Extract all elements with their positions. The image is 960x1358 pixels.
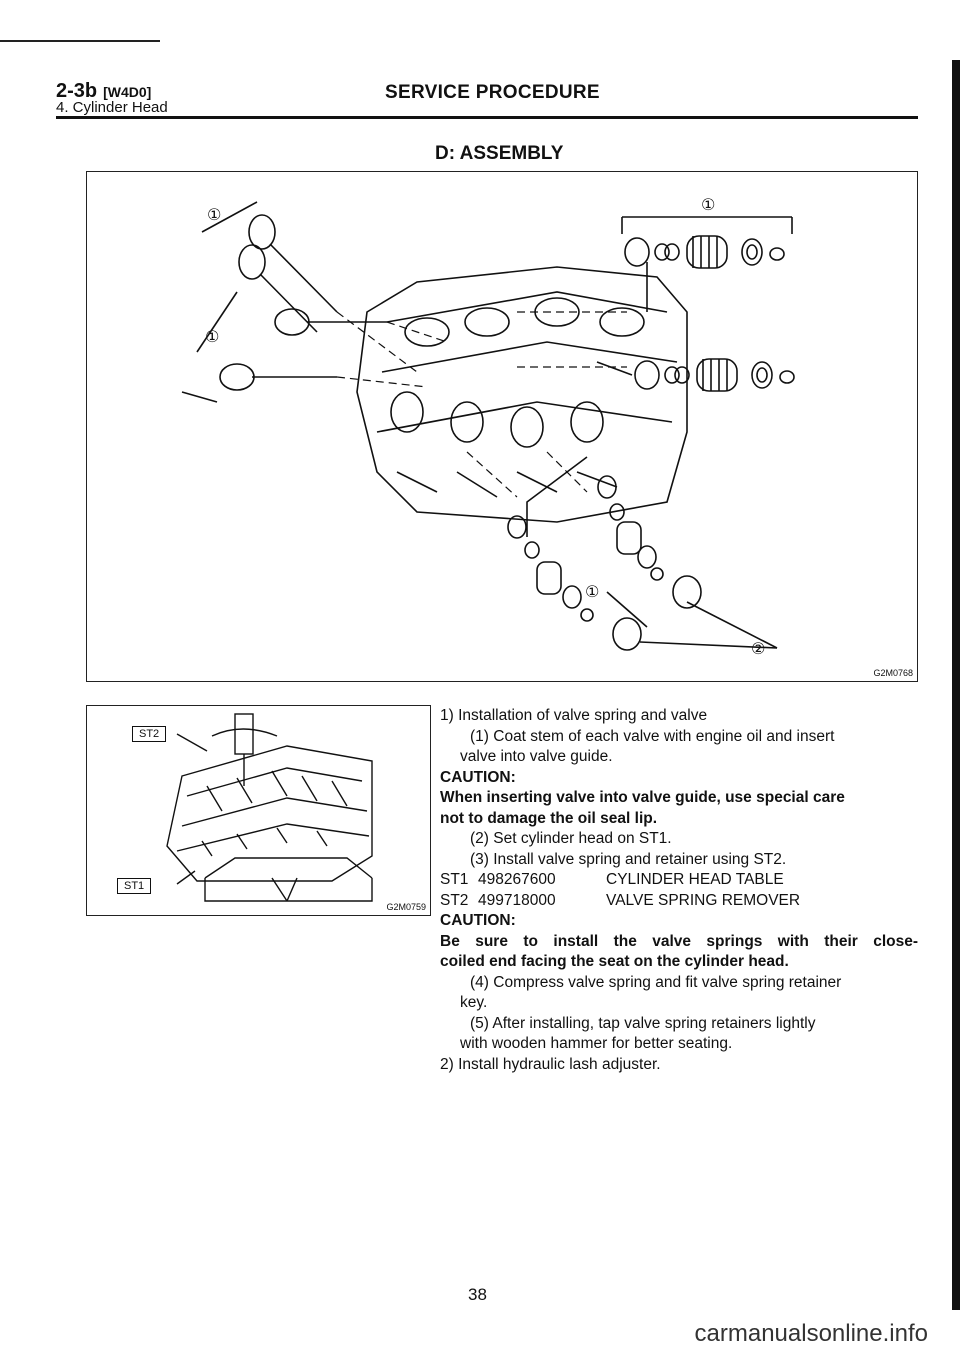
page-number: 38 (468, 1285, 487, 1304)
callout-1-lower: ① (585, 582, 599, 601)
caution-text: Be sure to install the valve springs wit… (440, 932, 918, 950)
page-edge-shadow (952, 60, 960, 1310)
section-code: 2-3b [W4D0] (56, 80, 151, 103)
tool-id: ST1 (440, 871, 469, 888)
tool-name: CYLINDER HEAD TABLE (606, 871, 784, 888)
caution-text: not to damage the oil seal lip. (440, 809, 658, 827)
step-1-5: (5) After installing, tap valve spring r… (470, 1014, 816, 1032)
tool-row: ST2 499718000 VALVE SPRING REMOVER (440, 891, 918, 912)
section-code-text: 2-3b (56, 80, 98, 102)
caution-label: CAUTION: (440, 912, 516, 929)
figure-valve-spring-remover: ST2 ST1 G2M0759 (86, 705, 431, 916)
caution-text: When inserting valve into valve guide, u… (440, 789, 845, 806)
top-rule (0, 40, 160, 42)
caution-text: coiled end facing the seat on the cylind… (440, 953, 789, 970)
callout-2: ② (751, 639, 765, 658)
step-2: 2) Install hydraulic lash adjuster. (440, 1055, 661, 1073)
exploded-view-drawing: ① ① ① ① ② (181, 195, 795, 658)
st1-tag: ST1 (117, 878, 152, 894)
figure-code: G2M0768 (873, 668, 913, 678)
spring-remover-drawing (166, 713, 373, 902)
step-1-4-cont: key. (460, 994, 488, 1011)
section-subtitle: 4. Cylinder Head (56, 99, 168, 116)
tool-id: ST2 (440, 891, 469, 909)
callout-1-top: ① (701, 195, 715, 214)
section-subcode: [W4D0] (103, 84, 152, 100)
step-1-4: (4) Compress valve spring and fit valve … (470, 973, 842, 991)
step-1-1-cont: valve into valve guide. (460, 748, 613, 765)
step-1-5-cont: with wooden hammer for better seating. (460, 1035, 733, 1052)
subsection-title: D: ASSEMBLY (435, 143, 564, 164)
figure-valve-assembly: ① ① ① ① ② G2M0768 (86, 171, 918, 682)
watermark: carmanualsonline.info (694, 1320, 928, 1347)
tool-part-number: 498267600 (478, 871, 556, 888)
step-1-2: (2) Set cylinder head on ST1. (470, 830, 672, 847)
header-rule (56, 116, 918, 119)
running-title: SERVICE PROCEDURE (385, 82, 600, 103)
tool-part-number: 499718000 (478, 891, 556, 909)
callout-1-upper-left: ① (207, 205, 221, 224)
procedure-text: 1) Installation of valve spring and valv… (440, 706, 918, 1075)
caution-label: CAUTION: (440, 768, 516, 786)
tool-name: VALVE SPRING REMOVER (606, 891, 801, 909)
step-1: 1) Installation of valve spring and valv… (440, 707, 708, 724)
callout-1-left: ① (205, 327, 219, 346)
figure-code: G2M0759 (386, 902, 426, 912)
tool-row: ST1 498267600 CYLINDER HEAD TABLE (440, 870, 918, 891)
step-1-3: (3) Install valve spring and retainer us… (470, 850, 787, 868)
st2-tag: ST2 (132, 726, 167, 742)
step-1-1: (1) Coat stem of each valve with engine … (470, 727, 835, 745)
